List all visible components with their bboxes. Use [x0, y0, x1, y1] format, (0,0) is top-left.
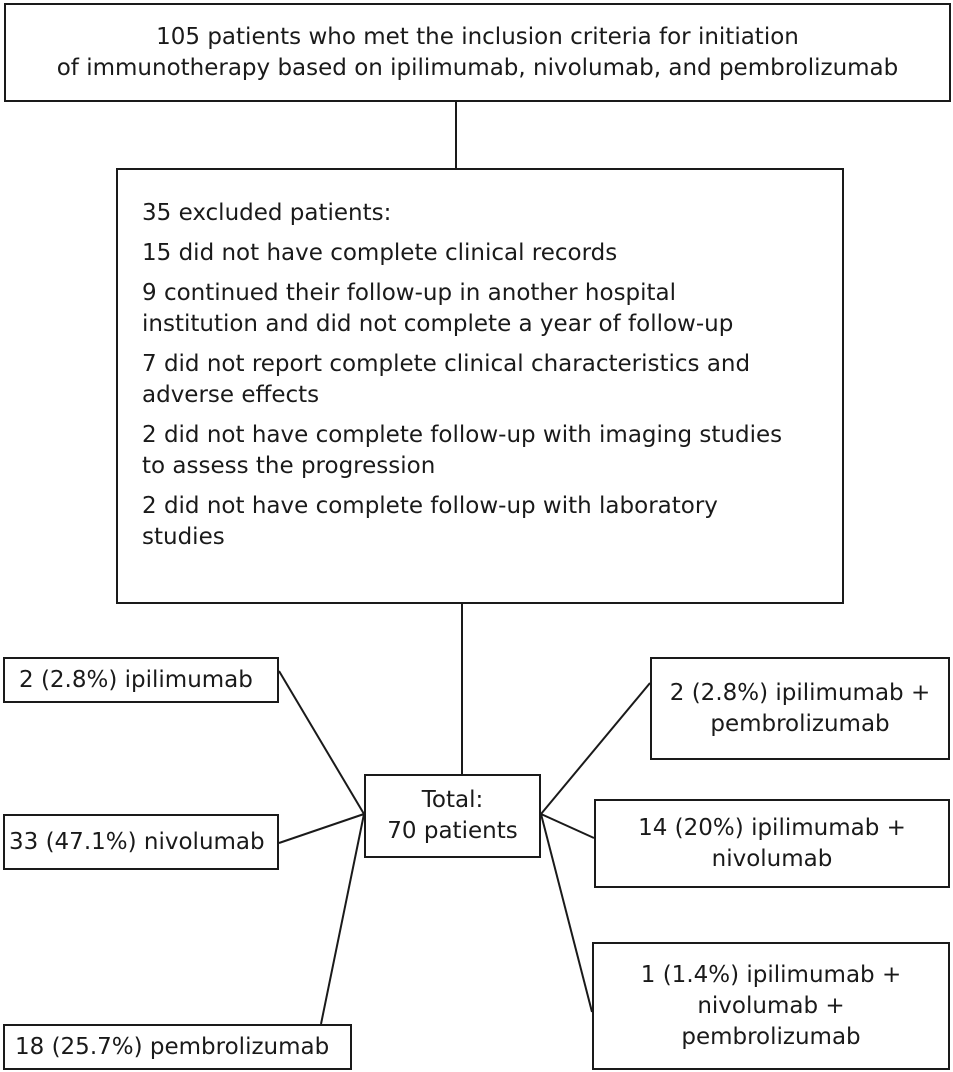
connector-total-to-ipilimumab — [278, 670, 365, 815]
exclusion-reason-line: 7 did not report complete clinical chara… — [142, 351, 751, 377]
connector-total-to-triple — [540, 813, 593, 1013]
group-ipi-pembro-line-2: pembrolizumab — [710, 710, 890, 737]
exclusion-reason: 7 did not report complete clinical chara… — [142, 349, 842, 411]
exclusion-reason: 15 did not have complete clinical record… — [142, 238, 842, 269]
group-ipi-nivo-line-1: 14 (20%) ipilimumab + — [638, 814, 906, 841]
group-ipilimumab-box: 2 (2.8%) ipilimumab — [3, 657, 279, 703]
group-ipi-nivo-box: 14 (20%) ipilimumab + nivolumab — [594, 799, 950, 888]
group-triple-box: 1 (1.4%) ipilimumab + nivolumab + pembro… — [592, 942, 950, 1070]
group-ipi-pembro-line-1: 2 (2.8%) ipilimumab + — [669, 679, 931, 706]
excluded-heading: 35 excluded patients: — [142, 198, 842, 229]
group-pembrolizumab-box: 18 (25.7%) pembrolizumab — [3, 1024, 352, 1070]
group-triple-line-3: pembrolizumab — [681, 1023, 861, 1050]
exclusion-reason-line: 9 continued their follow-up in another h… — [142, 280, 677, 306]
inclusion-line-2: of immunotherapy based on ipilimumab, ni… — [56, 54, 899, 81]
group-nivolumab-label: 33 (47.1%) nivolumab — [9, 828, 265, 855]
inclusion-criteria-box: 105 patients who met the inclusion crite… — [4, 3, 951, 102]
connector-total-to-nivolumab — [278, 813, 365, 844]
group-triple-line-2: nivolumab + — [697, 992, 845, 1019]
exclusion-reason: 2 did not have complete follow-up with i… — [142, 420, 842, 482]
exclusion-reason-line: institution and did not complete a year … — [142, 311, 734, 337]
group-pembrolizumab-label: 18 (25.7%) pembrolizumab — [15, 1033, 330, 1060]
group-triple-line-1: 1 (1.4%) ipilimumab + — [640, 961, 902, 988]
group-ipilimumab-label: 2 (2.8%) ipilimumab — [19, 666, 253, 693]
connector-total-to-pembrolizumab — [320, 813, 365, 1025]
exclusion-reason: 2 did not have complete follow-up with l… — [142, 491, 842, 553]
connector-total-to-ipi-pembro — [540, 682, 651, 815]
exclusion-reason-line: adverse effects — [142, 382, 320, 408]
exclusion-reason-line: to assess the progression — [142, 453, 436, 479]
total-count: 70 patients — [387, 818, 518, 844]
group-ipi-pembro-box: 2 (2.8%) ipilimumab + pembrolizumab — [650, 657, 950, 760]
total-label: Total: — [421, 787, 484, 813]
exclusion-reason-line: 2 did not have complete follow-up with l… — [142, 493, 718, 519]
group-ipi-nivo-line-2: nivolumab — [711, 845, 833, 872]
inclusion-line-1: 105 patients who met the inclusion crite… — [156, 23, 799, 50]
excluded-patients-box: 35 excluded patients: 15 did not have co… — [116, 168, 844, 604]
group-nivolumab-box: 33 (47.1%) nivolumab — [3, 814, 279, 870]
exclusion-reason-line: 15 did not have complete clinical record… — [142, 240, 618, 266]
exclusion-reason-line: 2 did not have complete follow-up with i… — [142, 422, 783, 448]
total-patients-box: Total: 70 patients — [364, 774, 541, 858]
connector-total-to-ipi-nivo — [540, 813, 595, 839]
excluded-heading-text: 35 excluded patients: — [142, 200, 392, 226]
exclusion-reason: 9 continued their follow-up in another h… — [142, 278, 842, 340]
exclusion-reason-line: studies — [142, 524, 225, 550]
